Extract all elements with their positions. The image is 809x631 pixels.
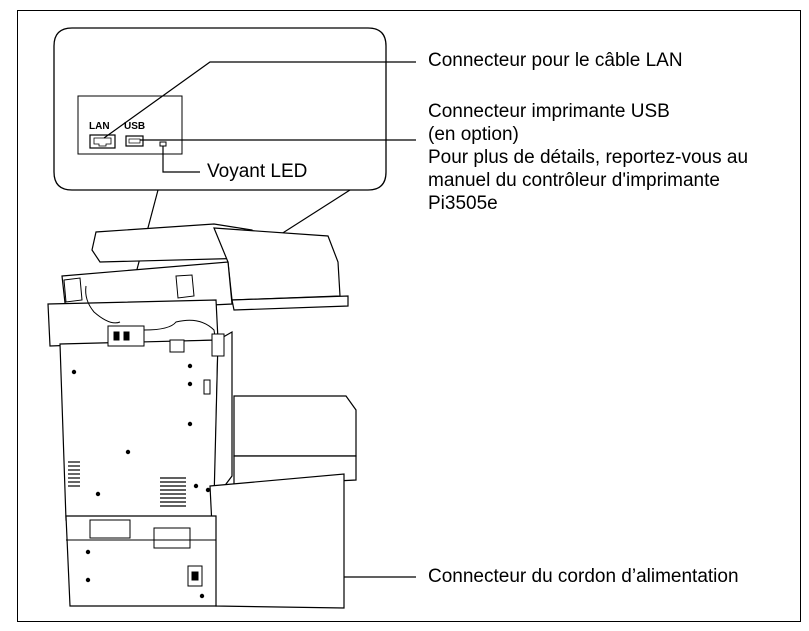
leader-lan: [103, 61, 416, 139]
adf-tray: [91, 223, 253, 263]
callout-usb-details-3: Pi3505e: [428, 193, 498, 214]
led-icon: [159, 141, 167, 147]
callout-usb-title: Connecteur imprimante USB: [428, 101, 670, 122]
callout-usb-details-2: manuel du contrôleur d'imprimante: [428, 170, 720, 191]
callout-lan-cable: Connecteur pour le câble LAN: [428, 50, 683, 71]
paper-unit: [233, 395, 357, 457]
printer-body: [47, 223, 357, 609]
zoom-inset: LAN USB: [53, 27, 387, 191]
lower-right-cabinet: [209, 473, 345, 609]
callout-usb-details-1: Pour plus de détails, reportez-vous au: [428, 147, 749, 168]
callout-power: Connecteur du cordon d’alimentation: [428, 566, 739, 587]
callout-usb-option: (en option): [428, 124, 519, 145]
port-label-usb: USB: [124, 121, 145, 132]
usb-port-icon: [125, 135, 144, 147]
vent-left: [68, 461, 80, 487]
lower-cabinet: [65, 515, 217, 607]
port-label-lan: LAN: [89, 121, 110, 132]
leader-led: [162, 146, 200, 173]
vent-center: [160, 477, 186, 507]
callout-led: Voyant LED: [207, 161, 308, 182]
rear-main-panel: [59, 339, 219, 521]
printer-details: [63, 274, 225, 599]
scanner-lid: [213, 227, 341, 301]
